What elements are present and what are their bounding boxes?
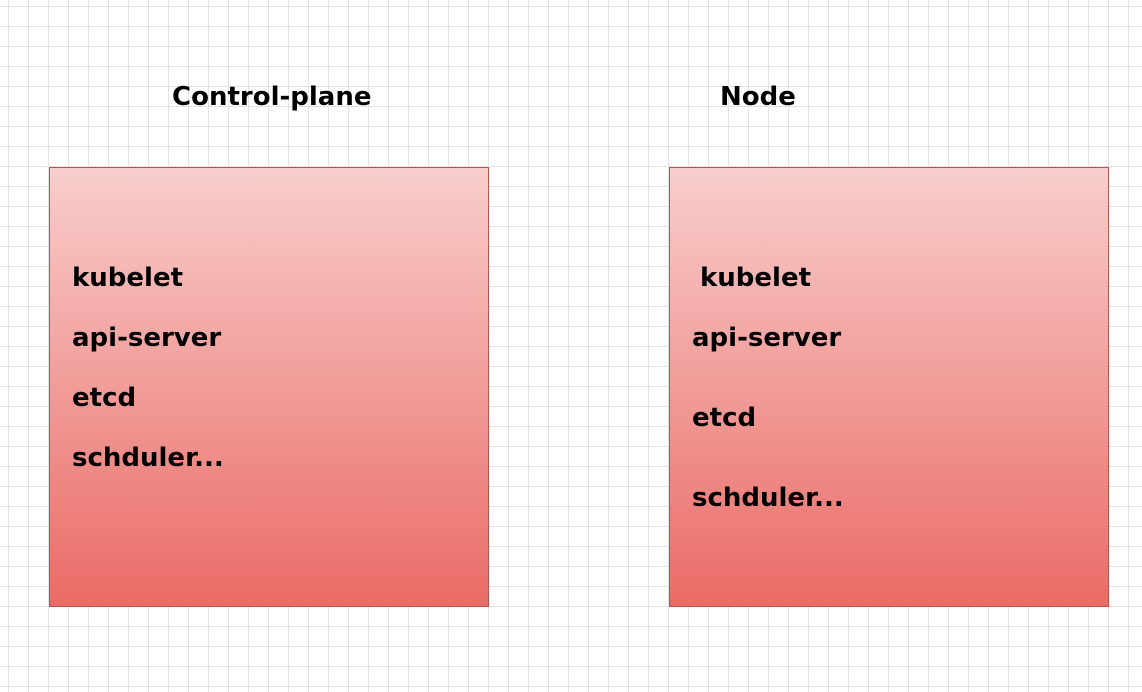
node-component-scheduler: schduler...: [692, 483, 844, 513]
control-plane-component-scheduler: schduler...: [72, 443, 224, 473]
node-component-kubelet: kubelet: [700, 263, 812, 293]
control-plane-component-etcd: etcd: [72, 383, 137, 413]
node-component-etcd: etcd: [692, 403, 757, 433]
node-title: Node: [720, 82, 796, 112]
control-plane-component-kubelet: kubelet: [72, 263, 184, 293]
control-plane-component-api-server: api-server: [72, 323, 222, 353]
control-plane-title: Control-plane: [172, 82, 372, 112]
node-box[interactable]: kubelet api-server etcd schduler...: [669, 167, 1109, 607]
control-plane-box[interactable]: kubelet api-server etcd schduler...: [49, 167, 489, 607]
node-component-api-server: api-server: [692, 323, 842, 353]
